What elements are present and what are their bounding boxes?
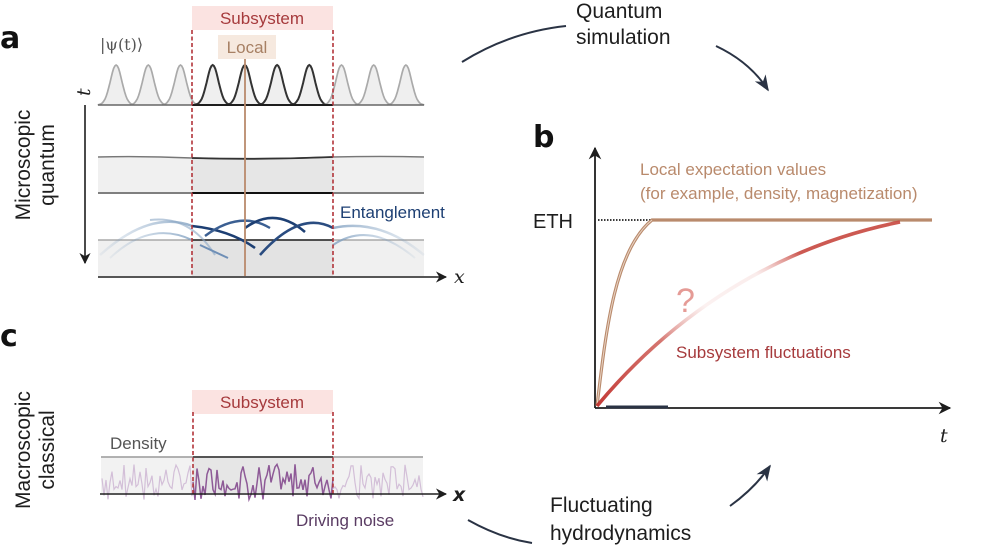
flow-fluctuating-hydrodynamics: Fluctuating hydrodynamics	[467, 464, 771, 545]
quantum-simulation-line1: Quantum	[576, 0, 662, 23]
panel-letter-b: b	[533, 120, 554, 155]
flow-arc-from-c	[467, 519, 533, 544]
panel-c-side-label: Macroscopic classical	[12, 391, 59, 509]
fluctuating-hydrodynamics-line2: hydrodynamics	[550, 522, 691, 545]
side-label-line1: Microscopic	[12, 110, 35, 221]
peak-environment	[355, 63, 393, 106]
peak-fill	[355, 65, 393, 105]
c-subsystem-band	[192, 390, 333, 414]
c-space-axis-label: x	[452, 484, 466, 506]
local-expectation-line1: Local expectation values	[640, 160, 826, 179]
subsystem-band	[192, 6, 333, 30]
subsystem-fluctuations-label: Subsystem fluctuations	[676, 343, 851, 362]
peak-environment	[97, 63, 135, 106]
local-label: Local	[227, 38, 268, 57]
state-label: |ψ(t)⟩	[100, 35, 143, 54]
peak-fill	[162, 65, 199, 105]
wavefunction-peaks	[97, 63, 425, 106]
side-label-line1: Macroscopic	[12, 391, 35, 509]
side-label-line2: classical	[36, 410, 59, 489]
peak-environment	[161, 63, 200, 106]
local-expectation-curve	[595, 218, 932, 407]
driving-noise-trace	[101, 462, 424, 503]
noise-environment	[332, 464, 424, 501]
noise-environment	[101, 463, 193, 500]
panel-letter-a: a	[0, 21, 20, 56]
peak-environment	[129, 63, 167, 106]
subsystem-label: Subsystem	[220, 9, 304, 28]
peak-fill	[290, 65, 328, 105]
flow-arrow-to-b-from-c	[729, 464, 771, 507]
local-expectation-line2: (for example, density, magnetization)	[640, 184, 917, 203]
subsystem-fluctuation-curve	[595, 220, 901, 408]
peak-fill	[258, 65, 296, 105]
panel-c: c Macroscopic classical Subsystem Densit…	[0, 319, 466, 530]
fluctuating-hydrodynamics-line1: Fluctuating	[550, 494, 653, 517]
space-axis-label: x	[454, 266, 465, 288]
panel-b: b t ETH ? Local expectation values (for …	[533, 120, 952, 447]
noise-subsystem	[192, 462, 334, 503]
panel-a-side-label: Microscopic quantum	[12, 110, 59, 221]
panel-letter-c: c	[0, 319, 18, 354]
peak-subsystem	[290, 63, 328, 106]
entanglement-arcs	[99, 216, 425, 259]
peak-subsystem	[258, 63, 296, 106]
peak-fill	[97, 65, 135, 105]
b-time-axis-label: t	[940, 425, 948, 447]
panel-a: a Microscopic quantum Subsystem Local |ψ…	[0, 6, 465, 288]
quantum-simulation-line2: simulation	[576, 26, 671, 49]
side-label-line2: quantum	[36, 124, 59, 206]
question-mark: ?	[676, 282, 695, 320]
peak-fill	[387, 65, 425, 105]
peak-environment	[322, 63, 361, 106]
driving-noise-label: Driving noise	[296, 511, 394, 530]
flow-arc-left	[461, 25, 567, 63]
local-band	[218, 35, 276, 59]
peak-subsystem	[194, 63, 232, 106]
eth-label: ETH	[533, 211, 573, 233]
density-label: Density	[110, 434, 167, 453]
peak-environment	[387, 63, 425, 106]
time-axis-label: t	[73, 88, 95, 96]
flow-arrow-to-b	[715, 45, 769, 92]
peak-fill	[129, 65, 167, 105]
flow-quantum-simulation: Quantum simulation	[461, 0, 769, 92]
c-subsystem-label: Subsystem	[220, 393, 304, 412]
peak-fill	[194, 65, 232, 105]
peak-fill	[323, 65, 360, 105]
entanglement-label: Entanglement	[340, 203, 445, 222]
